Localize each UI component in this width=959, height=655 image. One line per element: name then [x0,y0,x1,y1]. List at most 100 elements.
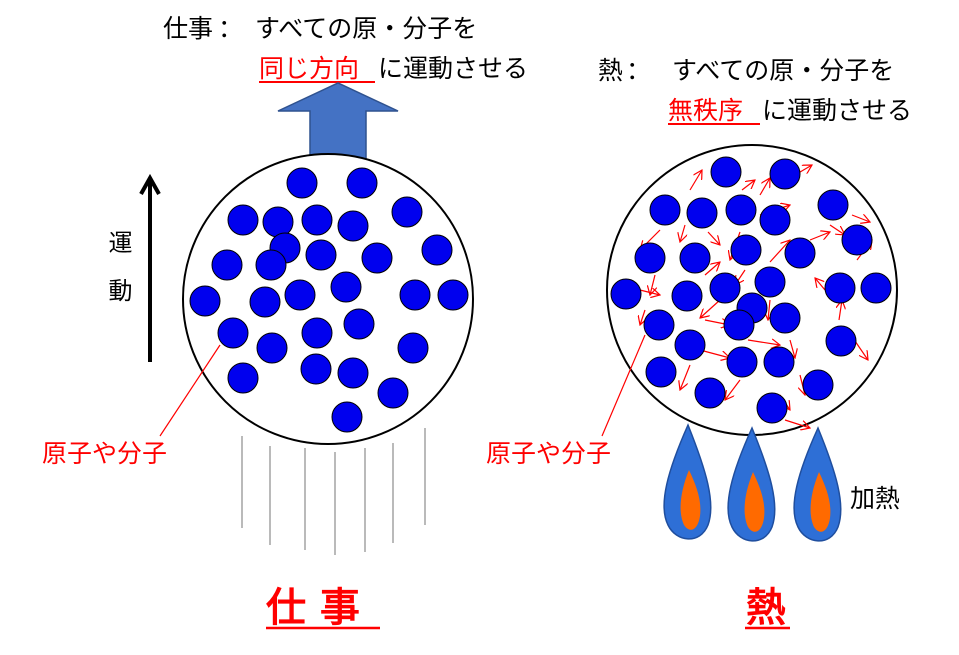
flame-icon [663,423,712,540]
particle [825,325,857,357]
particle [725,194,757,226]
work-heading: 仕 事 [266,585,360,631]
motion-arrow-head-icon [139,173,161,195]
heat-heading: 熱 [746,585,786,631]
particle [337,357,369,389]
motion-arrow-icon [784,419,810,428]
particle [860,272,892,304]
particle [286,167,318,199]
work-caption-term: 仕事 [163,14,213,43]
particle [645,356,677,388]
work-direction-arrow-icon [277,82,399,161]
motion-arrow-icon [700,299,721,318]
particle [377,377,409,409]
motion-arrow-icon [680,224,685,242]
heat-caption-colon: ： [626,56,651,85]
work-caption-rest: に運動させる [378,54,528,83]
particle [759,204,791,236]
particle [284,279,316,311]
particle [694,377,726,409]
work-caption: 仕事 ： すべての原・分子を 同じ方向 に運動させる [163,14,528,83]
particle [817,189,849,221]
motion-arrow-icon [815,278,826,291]
particle [305,239,337,271]
particle [262,206,294,238]
motion-arrow-icon [769,240,790,263]
particle [256,332,288,364]
particle [710,156,742,188]
heating-label: 加熱 [850,484,900,513]
particle [227,204,259,236]
particle [397,332,429,364]
particle [249,286,281,318]
particle [217,317,249,349]
particle [255,249,287,281]
particle [824,272,856,304]
particle [754,266,786,298]
motion-arrow-icon [851,215,870,222]
particle [671,280,703,312]
heat-caption-line1: すべての原・分子を [672,56,894,85]
work-caption-line1: すべての原・分子を [255,14,477,43]
motion-arrow-icon [741,180,755,191]
particle [643,309,675,341]
heat-flames [663,423,842,542]
particle [343,308,375,340]
motion-arrow-icon [809,232,830,241]
particle [610,278,642,310]
motion-arrow-icon [689,170,702,191]
particle [421,234,453,266]
motion-arrow-icon [639,290,660,295]
particle [337,210,369,242]
motion-arrow-icon [829,224,845,235]
particle [301,317,333,349]
particle [769,158,801,190]
particle [723,309,755,341]
particle [784,237,816,269]
work-particle-pointer [159,344,221,437]
particle [331,401,363,433]
flame-icon [727,426,776,542]
particle [686,197,718,229]
particle [709,272,741,304]
motion-label: 運 動 [104,230,132,302]
particle [679,242,711,274]
motion-arrow-icon [768,299,770,320]
work-particles [189,167,469,433]
particle [802,369,834,401]
heat-particle-label: 原子や分子 [486,439,611,468]
particle [769,302,801,334]
particle [399,279,431,311]
motion-arrow-icon [707,231,720,245]
particle [300,353,332,385]
motion-arrow-icon [640,309,645,325]
motion-arrow-icon [680,364,691,390]
heat-caption-term: 熱 [598,56,623,85]
particle [391,196,423,228]
work-caption-highlight: 同じ方向 [259,54,359,83]
particle [211,249,243,281]
particle [841,224,873,256]
particle [346,167,378,199]
particle [227,362,259,394]
particle [730,234,762,266]
particle [437,279,469,311]
work-caption-colon: ： [218,14,243,43]
particle [330,271,362,303]
heat-random-arrows [640,165,872,428]
motion-arrow-icon [790,339,795,358]
particle [763,346,795,378]
motion-arrow-icon [704,262,720,276]
work-particle-label: 原子や分子 [42,439,167,468]
heat-caption: 熱 ： すべての原・分子を 無秩序 に運動させる [598,56,912,125]
particle [726,346,758,378]
particle [361,242,393,274]
motion-arrow-icon [854,340,868,360]
heat-caption-highlight: 無秩序 [668,96,743,125]
particle [189,285,221,317]
motion-arrow-icon [725,379,741,400]
heat-caption-rest: に運動させる [762,96,912,125]
heat-particles [610,156,892,424]
